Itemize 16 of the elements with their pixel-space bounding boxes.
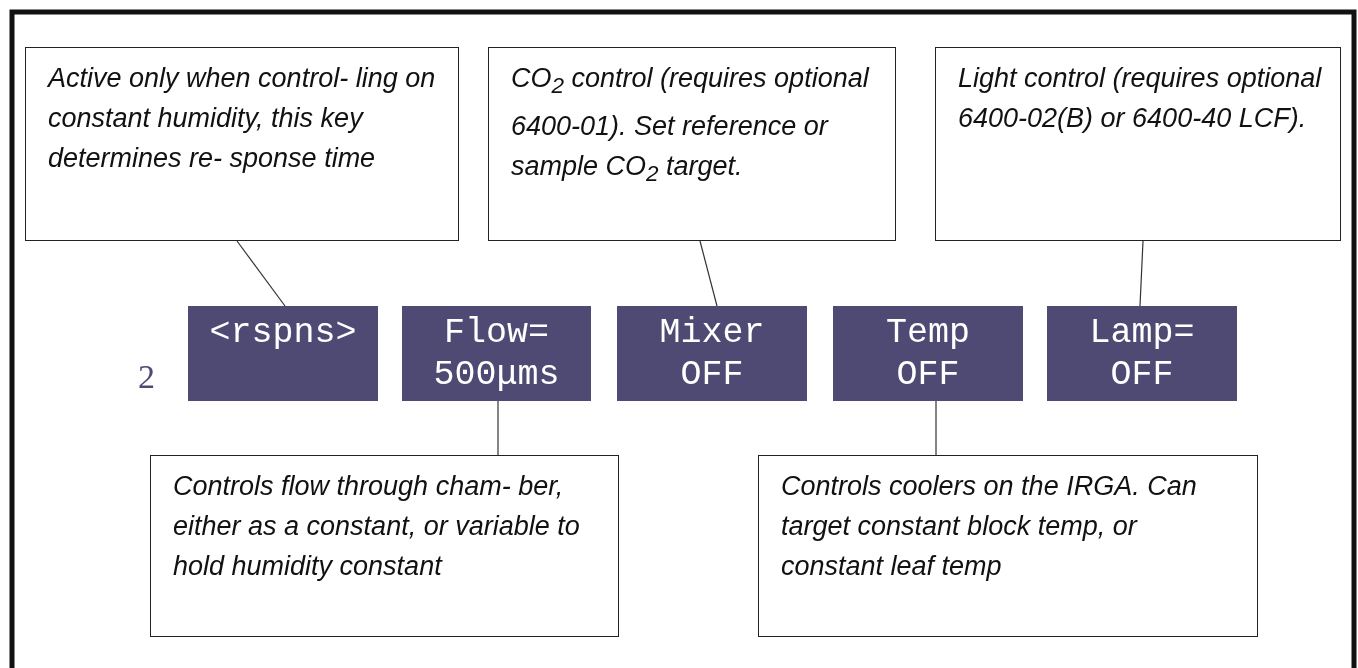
display-key: Temp OFF [833, 306, 1023, 401]
leader-line [699, 240, 718, 307]
leader-line [1139, 240, 1144, 307]
callout-box: CO$_{2}$ control (requires optional 6400-01). Set reference or sample CO$_{2}$ target. [488, 47, 896, 241]
callout-box: Controls flow through cham- ber, either as a constant, or variable to hold humidity constant [150, 455, 619, 637]
display-key: <rspns> [188, 306, 378, 401]
leader-line [236, 240, 286, 307]
row-number: 2 [138, 358, 155, 396]
leader-line [497, 400, 499, 456]
callout-box: Light control (requires optional 6400-02(B) or 6400-40 LCF). [935, 47, 1341, 241]
display-key: Lamp= OFF [1047, 306, 1237, 401]
display-key: Mixer OFF [617, 306, 807, 401]
leader-line [935, 400, 937, 456]
callout-box: Active only when control- ling on constant humidity, this key determines re- sponse time [25, 47, 459, 241]
callout-box: Controls coolers on the IRGA. Can target constant block temp, or constant leaf temp [758, 455, 1258, 637]
display-key: Flow= 500μms [402, 306, 591, 401]
